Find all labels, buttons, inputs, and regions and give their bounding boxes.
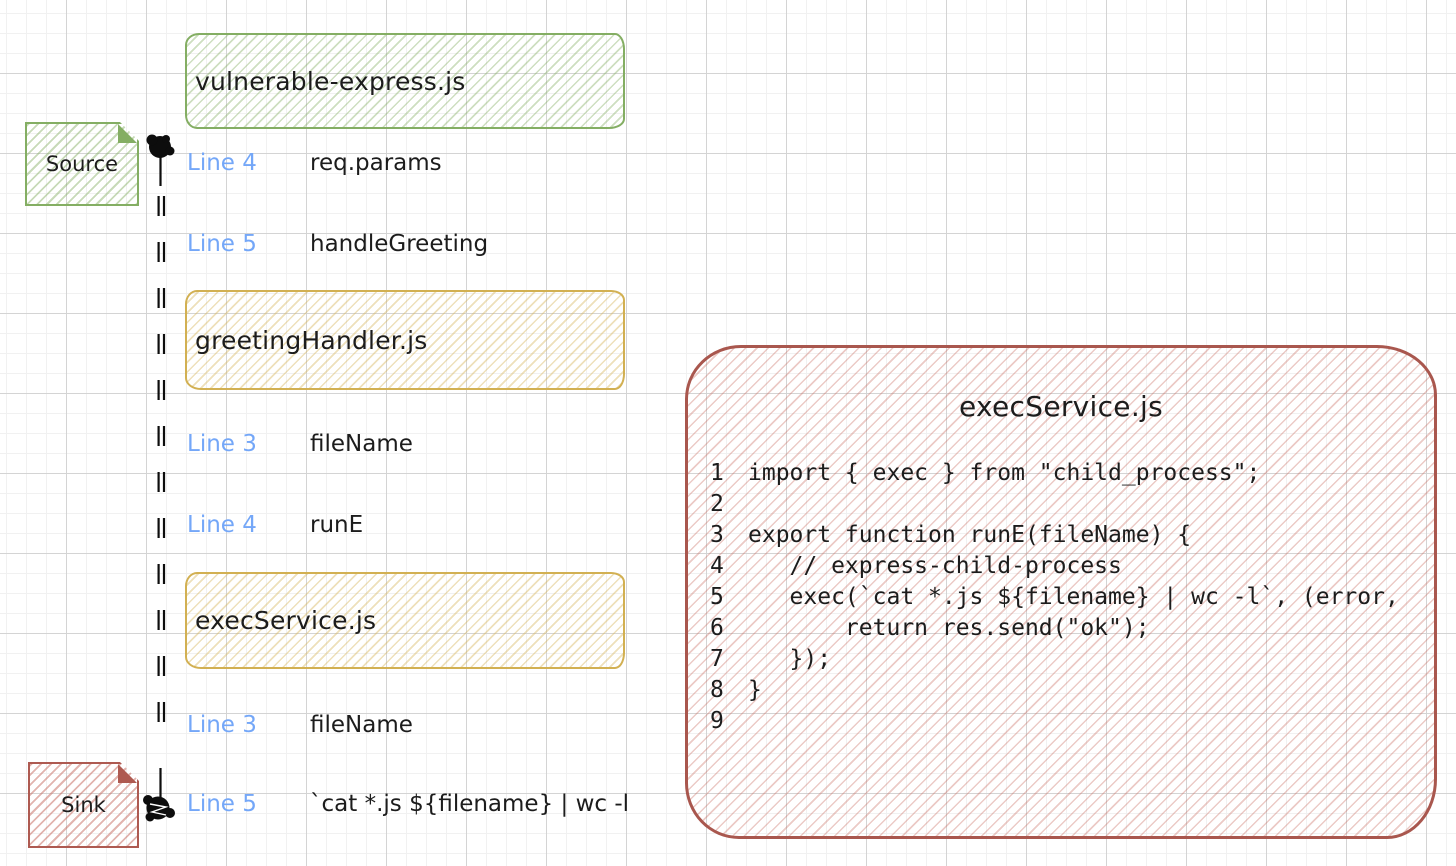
step-symbol: req.params	[310, 150, 442, 176]
code-text: export function runE(fileName) {	[748, 522, 1192, 548]
code-line: 3 export function runE(fileName) {	[710, 520, 1399, 551]
flow-step-row: Line 5 handleGreeting	[187, 231, 488, 261]
step-symbol: runE	[310, 512, 364, 538]
step-symbol: handleGreeting	[310, 231, 489, 257]
flow-step-row: Line 3 fileName	[187, 431, 413, 461]
line-ref: Line 3	[187, 431, 257, 457]
code-text: return res.send("ok");	[748, 615, 1150, 641]
note-fold-icon	[118, 124, 137, 143]
file-node-label: execService.js	[195, 606, 377, 635]
code-line: 1 import { exec } from "child_process";	[710, 458, 1399, 489]
code-text: // express-child-process	[748, 553, 1122, 579]
line-number: 6	[710, 615, 724, 641]
line-number: 4	[710, 553, 724, 579]
line-ref: Line 5	[187, 231, 257, 257]
line-number: 5	[710, 584, 724, 610]
sink-note-label: Sink	[61, 793, 106, 817]
source-note-label: Source	[45, 152, 119, 176]
code-text: });	[748, 646, 832, 672]
code-text: exec(`cat *.js ${filename} | wc -l`, (er…	[748, 584, 1399, 610]
file-node-vulnerable-express[interactable]: vulnerable-express.js	[185, 33, 625, 129]
line-ref: Line 4	[187, 150, 257, 176]
line-ref: Line 3	[187, 712, 257, 738]
step-symbol: `cat *.js ${filename} | wc -l	[310, 791, 630, 817]
sink-note[interactable]: Sink	[28, 762, 139, 848]
flow-step-row: Line 5 `cat *.js ${filename} | wc -l	[187, 791, 629, 821]
code-line: 2	[710, 489, 1399, 520]
flow-step-row: Line 3 fileName	[187, 712, 413, 742]
sink-anchor-scribble-icon	[143, 795, 175, 822]
flow-step-row: Line 4 req.params	[187, 150, 442, 180]
line-number: 7	[710, 646, 724, 672]
line-number: 1	[710, 460, 724, 486]
source-anchor-scribble-icon	[146, 134, 175, 158]
line-number: 2	[710, 491, 724, 517]
code-line: 5 exec(`cat *.js ${filename} | wc -l`, (…	[710, 582, 1399, 613]
code-line: 8 }	[710, 675, 1399, 706]
code-panel-title: execService.js	[958, 390, 1163, 423]
code-line: 4 // express-child-process	[710, 551, 1399, 582]
step-symbol: fileName	[310, 712, 413, 738]
code-panel-exec-service[interactable]: execService.js 1 import { exec } from "c…	[685, 345, 1437, 839]
code-listing: 1 import { exec } from "child_process"; …	[710, 458, 1399, 737]
code-text: import { exec } from "child_process";	[748, 460, 1261, 486]
line-ref: Line 4	[187, 512, 257, 538]
flow-step-row: Line 4 runE	[187, 512, 363, 542]
code-line: 9	[710, 706, 1399, 737]
line-number: 8	[710, 677, 724, 703]
file-node-label: vulnerable-express.js	[195, 66, 466, 96]
dashed-connector	[157, 155, 166, 800]
file-node-greeting-handler[interactable]: greetingHandler.js	[185, 290, 625, 390]
code-line: 6 return res.send("ok");	[710, 613, 1399, 644]
file-node-exec-service[interactable]: execService.js	[185, 572, 625, 669]
line-number: 9	[710, 708, 724, 734]
code-line: 7 });	[710, 644, 1399, 675]
line-ref: Line 5	[187, 791, 257, 817]
step-symbol: fileName	[310, 431, 413, 457]
source-note[interactable]: Source	[25, 122, 139, 206]
file-node-label: greetingHandler.js	[195, 325, 428, 355]
note-fold-icon	[118, 764, 137, 783]
line-number: 3	[710, 522, 724, 548]
code-text: }	[748, 677, 762, 703]
